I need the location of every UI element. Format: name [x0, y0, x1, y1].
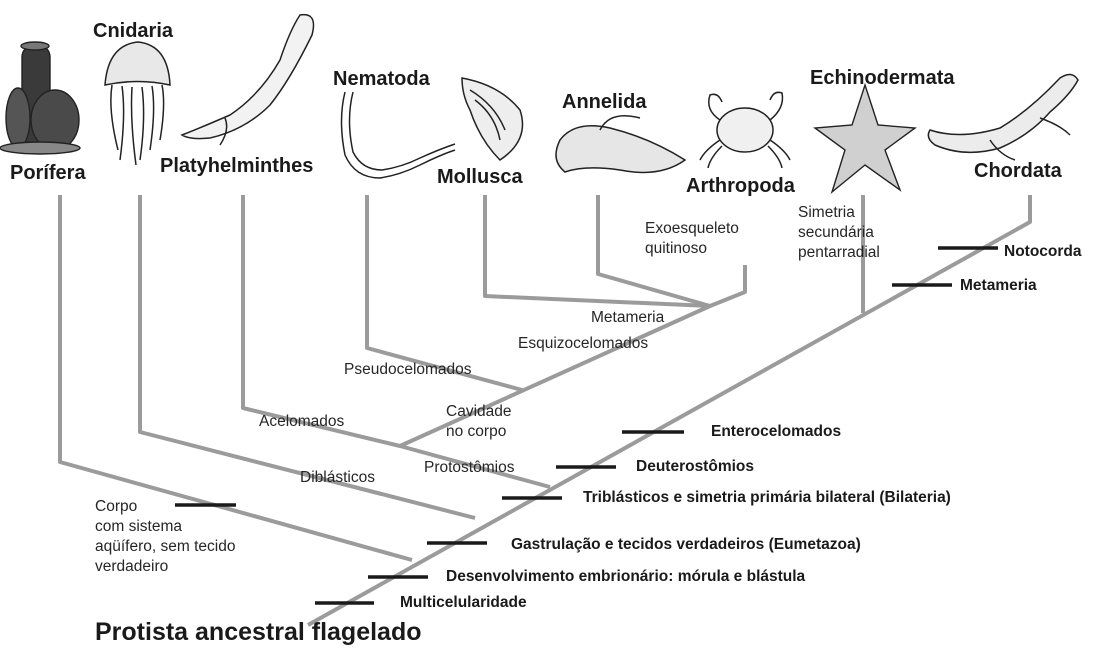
phylum-porifera: Porífera: [10, 162, 86, 185]
phylum-chordata: Chordata: [974, 160, 1062, 183]
phylum-nematoda: Nematoda: [333, 68, 430, 91]
crab-icon: [700, 92, 790, 168]
label-metameria-annelida: Metameria: [591, 309, 664, 327]
phylum-echinodermata: Echinodermata: [810, 67, 954, 90]
branch-platyhelminthes: [243, 195, 550, 487]
phylum-arthropoda: Arthropoda: [686, 175, 795, 198]
label-esquizocelomados: Esquizocelomados: [518, 335, 648, 353]
label-pseudocelomados: Pseudocelomados: [344, 361, 472, 379]
label-cavidade: Cavidade no corpo: [446, 402, 512, 442]
synapomorphy-gastrulacao: Gastrulação e tecidos verdadeiros (Eumet…: [511, 536, 861, 554]
synapomorphy-notocorda: Notocorda: [1004, 243, 1082, 261]
synapomorphy-multicelularidade: Multicelularidade: [400, 594, 527, 612]
root-label: Protista ancestral flagelado: [95, 618, 422, 647]
synapomorphy-enterocelomados: Enterocelomados: [711, 423, 841, 441]
phylum-platyhelminthes: Platyhelminthes: [160, 155, 313, 178]
sponge-icon: [0, 42, 80, 154]
label-protostomios: Protostômios: [424, 459, 514, 477]
phylum-cnidaria: Cnidaria: [93, 20, 173, 43]
label-diblasticos: Diblásticos: [300, 469, 375, 487]
starfish-icon: [815, 85, 915, 192]
label-exoesqueleto: Exoesqueleto quitinoso: [645, 219, 739, 259]
shell-icon: [462, 78, 523, 160]
label-corpo: Corpo com sistema aqüífero, sem tecido v…: [95, 497, 235, 577]
flatworm-icon: [182, 15, 314, 145]
jellyfish-icon: [105, 42, 170, 165]
phylum-annelida: Annelida: [562, 91, 646, 114]
synapomorphy-triblasticos: Triblásticos e simetria primária bilater…: [583, 489, 951, 507]
main-axis: [308, 195, 1030, 625]
synapomorphy-metameria: Metameria: [960, 277, 1037, 295]
synapomorphy-deuterostomios: Deuterostômios: [636, 458, 754, 476]
phylum-mollusca: Mollusca: [437, 166, 523, 189]
label-simetria: Simetria secundária pentarradial: [798, 203, 880, 263]
synapomorphy-desenvolvimento: Desenvolvimento embrionário: mórula e bl…: [446, 568, 805, 586]
earthworm-icon: [556, 116, 685, 173]
label-acelomados: Acelomados: [259, 413, 344, 431]
